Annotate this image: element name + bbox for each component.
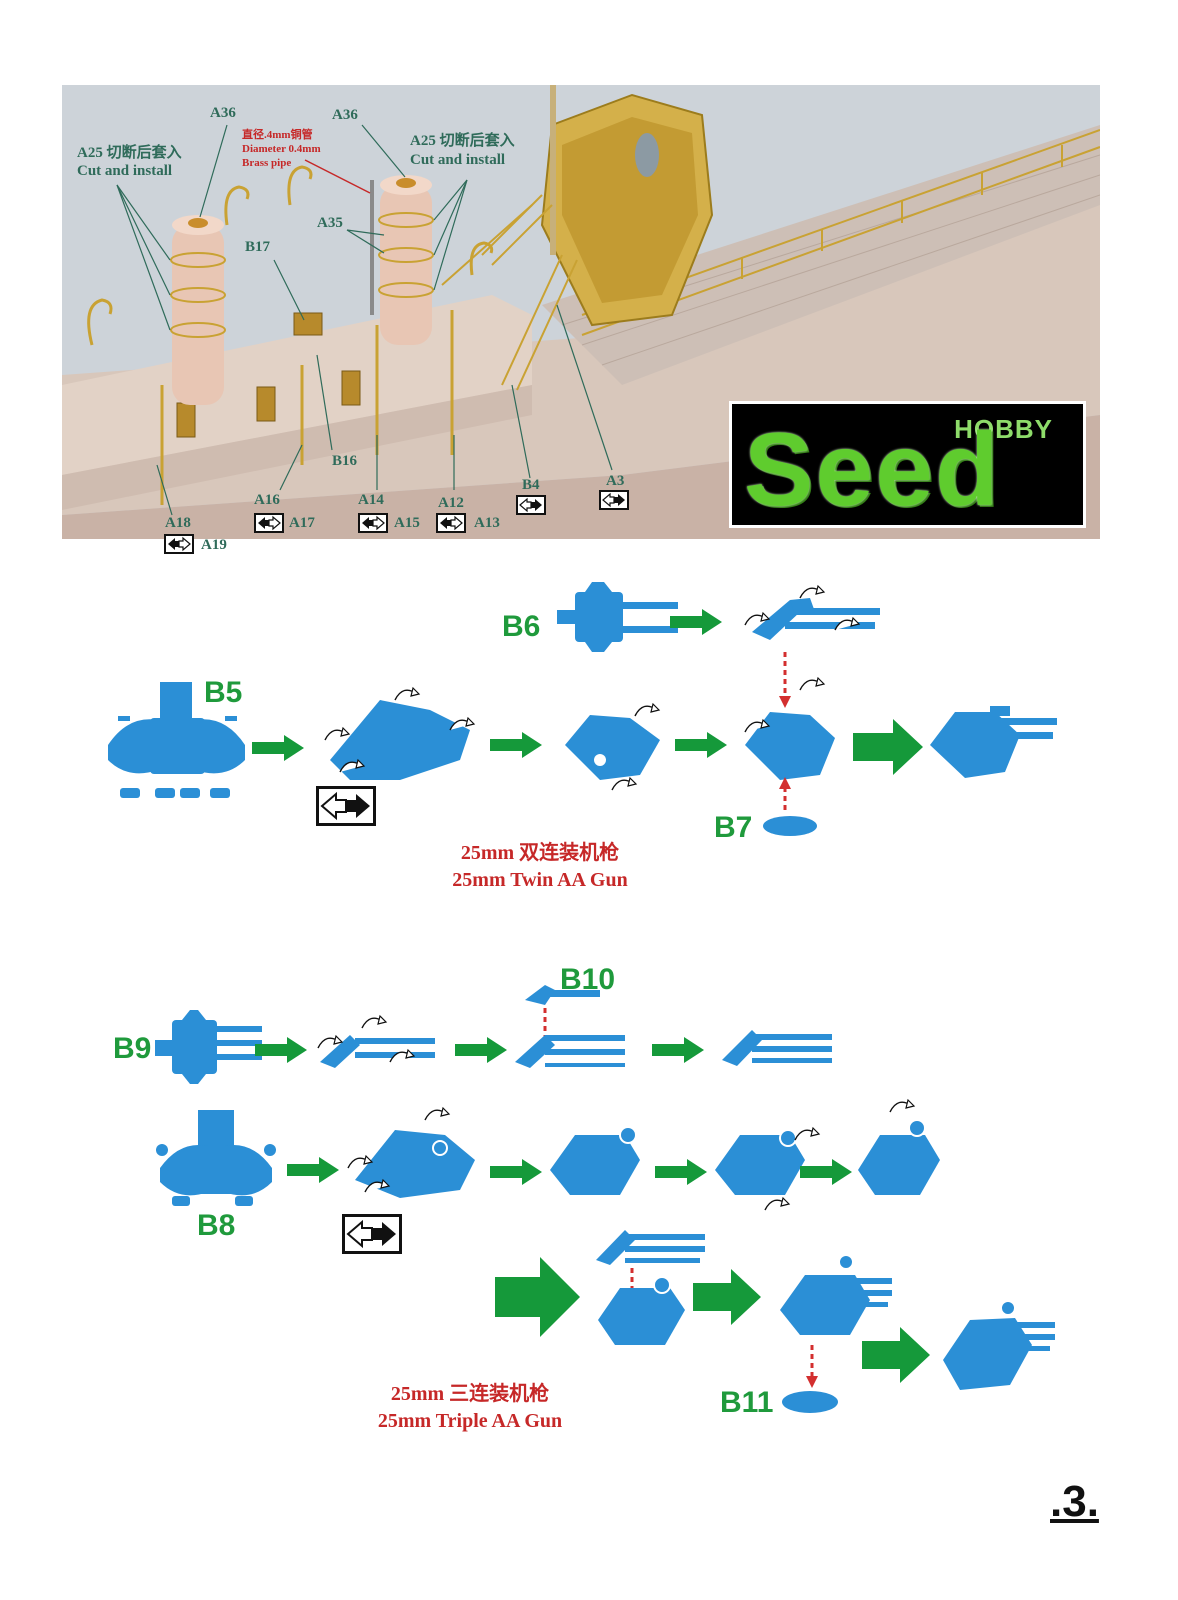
label-b7: B7 bbox=[714, 811, 753, 844]
part-b9-flat bbox=[155, 1010, 262, 1084]
triple-caption-en: 25mm Triple AA Gun bbox=[377, 1410, 563, 1432]
page-number: .3. bbox=[1050, 1477, 1099, 1526]
logo-brand-text: Seed bbox=[744, 412, 1001, 528]
label-a25-right-cn: A25 切断后套入 bbox=[410, 133, 515, 149]
label-b5: B5 bbox=[204, 676, 243, 709]
label-pipe-en1: Diameter 0.4mm bbox=[242, 143, 321, 155]
label-a25-left-cn: A25 切断后套入 bbox=[77, 145, 182, 161]
twin-caption-en: 25mm Twin AA Gun bbox=[452, 869, 628, 891]
label-b6: B6 bbox=[502, 610, 541, 643]
part-b9-fold-2 bbox=[515, 1035, 625, 1068]
label-pipe-cn: 直径.4mm铜管 bbox=[242, 129, 313, 141]
label-a18: A18 bbox=[165, 515, 191, 531]
label-a25-right-en: Cut and install bbox=[410, 152, 506, 168]
triple-gun-complete bbox=[943, 1300, 1055, 1390]
label-b9: B9 bbox=[113, 1032, 152, 1065]
seed-hobby-logo: HOBBY Seed bbox=[729, 401, 1086, 528]
label-a25-left-en: Cut and install bbox=[77, 163, 173, 179]
part-b11 bbox=[782, 1391, 838, 1413]
label-a19: A19 bbox=[201, 537, 227, 553]
triple-caption-cn: 25mm 三连装机枪 bbox=[390, 1383, 550, 1405]
part-b8-fold-3 bbox=[715, 1129, 805, 1195]
label-a12: A12 bbox=[438, 495, 464, 511]
flip-symbol-a17 bbox=[254, 513, 284, 533]
label-b8: B8 bbox=[197, 1209, 236, 1242]
flip-symbol-a15 bbox=[358, 513, 388, 533]
part-b9-fold-3 bbox=[722, 1030, 832, 1066]
part-b5-assembled bbox=[745, 712, 835, 780]
flip-symbol-b4 bbox=[516, 495, 546, 515]
label-b10: B10 bbox=[560, 963, 616, 996]
part-b8-flat bbox=[156, 1110, 276, 1206]
label-b11: B11 bbox=[720, 1386, 774, 1419]
part-b5-fold-1 bbox=[330, 700, 470, 780]
twin-gun-diagram bbox=[108, 582, 1057, 836]
flip-symbol-a19 bbox=[164, 534, 194, 554]
part-b6-folded bbox=[752, 598, 880, 640]
triple-barrels-part bbox=[596, 1230, 705, 1265]
part-b8-fold-1 bbox=[355, 1130, 475, 1198]
label-a35: A35 bbox=[317, 215, 343, 231]
logo-hobby-text: HOBBY bbox=[954, 414, 1053, 444]
label-a13: A13 bbox=[474, 515, 500, 531]
label-a17: A17 bbox=[289, 515, 315, 531]
flip-symbol-a13 bbox=[436, 513, 466, 533]
label-a14: A14 bbox=[358, 492, 384, 508]
label-b4: B4 bbox=[522, 477, 540, 493]
part-b8-fold-2 bbox=[550, 1126, 640, 1195]
part-b5-flat bbox=[108, 682, 245, 798]
label-b16: B16 bbox=[332, 453, 358, 469]
triple-mount-part bbox=[598, 1276, 685, 1345]
flip-symbol-triple bbox=[342, 1214, 402, 1254]
part-b6-flat bbox=[557, 582, 678, 652]
part-b7 bbox=[763, 816, 817, 836]
flip-symbol-twin bbox=[316, 786, 376, 826]
label-a3: A3 bbox=[606, 473, 625, 489]
triple-gun-partial bbox=[780, 1254, 892, 1335]
part-b10 bbox=[525, 985, 600, 1005]
part-b5-fold-2 bbox=[565, 715, 660, 780]
label-pipe-en2: Brass pipe bbox=[242, 157, 292, 169]
flip-symbol-a3 bbox=[599, 490, 629, 510]
part-b8-assembled bbox=[858, 1119, 940, 1195]
triple-gun-diagram bbox=[155, 985, 1055, 1413]
label-b17: B17 bbox=[245, 239, 271, 255]
twin-caption-cn: 25mm 双连装机枪 bbox=[460, 842, 620, 864]
label-a15: A15 bbox=[394, 515, 420, 531]
twin-gun-complete bbox=[930, 706, 1057, 778]
label-a36-left: A36 bbox=[210, 105, 236, 121]
label-a36-right: A36 bbox=[332, 107, 358, 123]
label-a16: A16 bbox=[254, 492, 280, 508]
